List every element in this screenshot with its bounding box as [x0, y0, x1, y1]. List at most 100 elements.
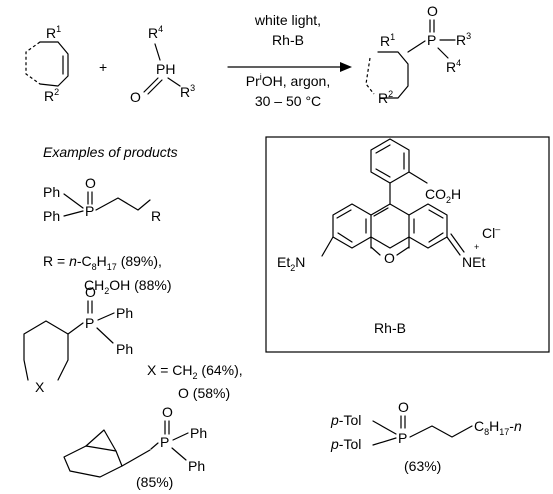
svg-text:X = CH2 (64%),: X = CH2 (64%),	[147, 362, 243, 381]
phos-r3-sup: 3	[190, 83, 195, 93]
alkene-r1-sup: 1	[56, 24, 61, 34]
svg-text:p-Tol: p-Tol	[330, 412, 361, 428]
ex3-ph2: Ph	[188, 458, 205, 474]
rhb-et2n-b: N	[295, 254, 305, 270]
rhb-plus: +	[474, 242, 479, 252]
catalyst-box: CO2H O Et2N NEt + Cl– Rh-B	[265, 136, 550, 353]
conditions-line2: Rh-B	[272, 32, 304, 48]
alkene-r2: R	[44, 88, 54, 104]
rhb-et2n-a: Et	[277, 254, 290, 270]
ex1-ph1: Ph	[43, 184, 60, 200]
ex1-line2-b: OH (88%)	[109, 277, 171, 293]
ex3-p: P	[160, 434, 169, 450]
ex1-line2-a: CH	[84, 277, 104, 293]
prod-r1-sup: 1	[390, 32, 395, 42]
prod-r3: R	[456, 32, 466, 48]
prod-r3-sup: 3	[466, 31, 471, 41]
ex1-line1-sub1: 8	[92, 262, 97, 272]
ex4-c-sub1: 8	[484, 427, 489, 437]
prod-r4-sup: 4	[456, 58, 461, 68]
ex1-line1-sub2: 17	[107, 262, 117, 272]
ex1-p: P	[85, 203, 94, 219]
phos-r3: R	[180, 84, 190, 100]
product-structure: R1 R2 P O R3 R4	[365, 3, 471, 106]
prod-o: O	[427, 3, 438, 19]
ex4-n: n	[514, 418, 522, 434]
example-1-structure: O Ph Ph P R R = n-C8H17 (89%), CH2OH (88…	[43, 175, 171, 296]
svg-text:R1: R1	[46, 24, 61, 41]
ex2-line1-b: (64%),	[198, 362, 243, 378]
svg-text:Cl–: Cl–	[482, 224, 500, 241]
ex2-o: O	[85, 284, 96, 300]
svg-text:CH2OH (88%): CH2OH (88%)	[84, 277, 171, 296]
ex4-c: C	[474, 418, 484, 434]
ex2-p: P	[85, 315, 94, 331]
svg-text:R2: R2	[378, 89, 393, 106]
ex1-line1-c: -C	[77, 253, 92, 269]
ex1-line1-e: (89%),	[117, 253, 162, 269]
rhb-co2h-sub: 2	[446, 195, 451, 205]
rhb-cl: Cl	[482, 225, 495, 241]
prod-r1: R	[380, 33, 390, 49]
prod-r2: R	[378, 90, 388, 106]
ex4-h: H	[489, 418, 499, 434]
reaction-arrow	[227, 62, 352, 72]
rhb-co2h-a: CO	[425, 186, 446, 202]
catalyst-name: Rh-B	[374, 320, 406, 336]
conditions-line3-a: Pr	[246, 73, 260, 89]
rhb-o: O	[384, 250, 395, 266]
prod-p: P	[427, 32, 436, 48]
phos-r4-sup: 4	[158, 24, 163, 34]
conditions-line4: 30 – 50 °C	[255, 93, 321, 109]
phosphine-oxide-reactant: R4 PH O R3	[130, 24, 195, 105]
ex4-p: P	[398, 430, 407, 446]
svg-text:p-Tol: p-Tol	[330, 436, 361, 452]
prod-r2-sup: 2	[388, 89, 393, 99]
ex2-line1-sub: 2	[193, 371, 198, 381]
ex4-tol2-b: -Tol	[339, 436, 362, 452]
alkene-r1: R	[46, 25, 56, 41]
ex3-ph1: Ph	[190, 425, 207, 441]
ex2-ph2: Ph	[116, 341, 133, 357]
phos-ph: PH	[156, 61, 175, 77]
rhb-co2h-b: H	[451, 186, 461, 202]
svg-text:R3: R3	[456, 31, 471, 48]
ex2-ph1: Ph	[116, 305, 133, 321]
svg-text:R2: R2	[44, 87, 59, 104]
reaction-conditions: white light, Rh-B PriOH, argon, 30 – 50 …	[246, 12, 330, 109]
ex4-yield: (63%)	[404, 458, 441, 474]
ex1-line1-b: n	[69, 253, 77, 269]
example-4-structure: p-Tol p-Tol P O C8H17-n (63%)	[330, 399, 522, 474]
ex3-o: O	[162, 404, 173, 420]
svg-text:PriOH, argon,: PriOH, argon,	[246, 72, 330, 89]
ex1-line1-a: R =	[43, 253, 69, 269]
ex2-line2: O (58%)	[178, 385, 230, 401]
rhb-cl-sup: –	[495, 224, 500, 234]
ex4-tol1: p	[330, 412, 339, 428]
svg-text:R = n-C8H17 (89%),: R = n-C8H17 (89%),	[43, 253, 162, 272]
alkene-reactant: R1 R2	[25, 24, 69, 104]
alkene-r2-sup: 2	[54, 87, 59, 97]
ex1-r: R	[151, 208, 161, 224]
rhb-net: NEt	[462, 254, 485, 270]
rhb-et2n-sub: 2	[290, 263, 295, 273]
svg-text:R4: R4	[148, 24, 163, 41]
ex1-o: O	[85, 175, 96, 191]
svg-text:Et2N: Et2N	[277, 254, 305, 273]
ex4-tol1-b: -Tol	[339, 412, 362, 428]
prod-r4: R	[446, 59, 456, 75]
svg-text:C8H17-n: C8H17-n	[474, 418, 522, 437]
svg-text:R4: R4	[446, 58, 461, 75]
conditions-line1: white light,	[254, 12, 321, 28]
conditions-line3-sup: i	[260, 72, 262, 82]
examples-heading: Examples of products	[43, 144, 178, 160]
ex4-tol2: p	[330, 436, 339, 452]
ex2-line1-a: X = CH	[147, 362, 193, 378]
ex1-ph2: Ph	[43, 208, 60, 224]
example-3-structure: P O Ph Ph (85%)	[63, 404, 207, 490]
phos-r4: R	[148, 25, 158, 41]
ex3-yield: (85%)	[136, 474, 173, 490]
ex1-line2-sub: 2	[104, 286, 109, 296]
phos-o: O	[130, 89, 141, 105]
